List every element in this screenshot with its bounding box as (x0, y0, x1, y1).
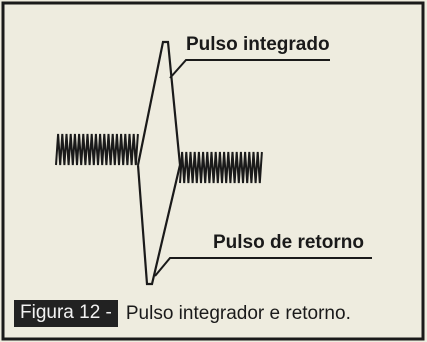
leader-line-top (169, 59, 330, 79)
leader-line-bottom (154, 257, 372, 277)
oscillation-train-right (179, 151, 263, 184)
figure-number-tag: Figura 12 - (14, 300, 118, 327)
label-pulso-integrado: Pulso integrado (186, 34, 330, 55)
figure-caption: Figura 12 - Pulso integrador e retorno. (14, 300, 351, 327)
oscillation-train-left (55, 133, 139, 166)
label-pulso-de-retorno: Pulso de retorno (213, 232, 364, 253)
figure-caption-text: Pulso integrador e retorno. (125, 302, 351, 324)
pulse-waveform (136, 40, 182, 286)
